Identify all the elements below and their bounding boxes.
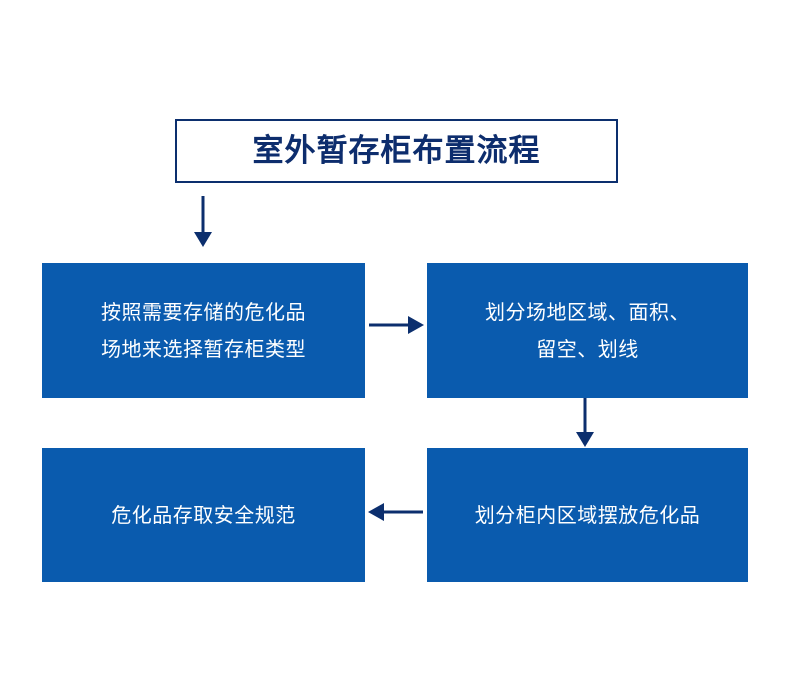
page-title: 室外暂存柜布置流程: [252, 132, 541, 169]
flow-step-2-label: 划分场地区域、面积、 留空、划线: [485, 299, 690, 361]
arrow-right-step-1-to-step-2: [369, 316, 424, 334]
flow-step-3-box[interactable]: 划分柜内区域摆放危化品: [427, 448, 748, 582]
arrow-down-step-2-to-step-3: [576, 398, 594, 447]
flow-step-3-label: 划分柜内区域摆放危化品: [474, 502, 701, 527]
flowchart-title-box: 室外暂存柜布置流程: [175, 119, 618, 183]
flow-step-4-box[interactable]: 危化品存取安全规范: [42, 448, 365, 582]
arrow-down-title-to-step-1: [194, 196, 212, 247]
arrow-left-step-3-to-step-4: [368, 503, 423, 521]
flow-step-2-box[interactable]: 划分场地区域、面积、 留空、划线: [427, 263, 748, 398]
flow-step-1-label: 按照需要存储的危化品 场地来选择暂存柜类型: [101, 299, 306, 361]
flow-step-4-label: 危化品存取安全规范: [111, 502, 296, 527]
flow-step-1-box[interactable]: 按照需要存储的危化品 场地来选择暂存柜类型: [42, 263, 365, 398]
